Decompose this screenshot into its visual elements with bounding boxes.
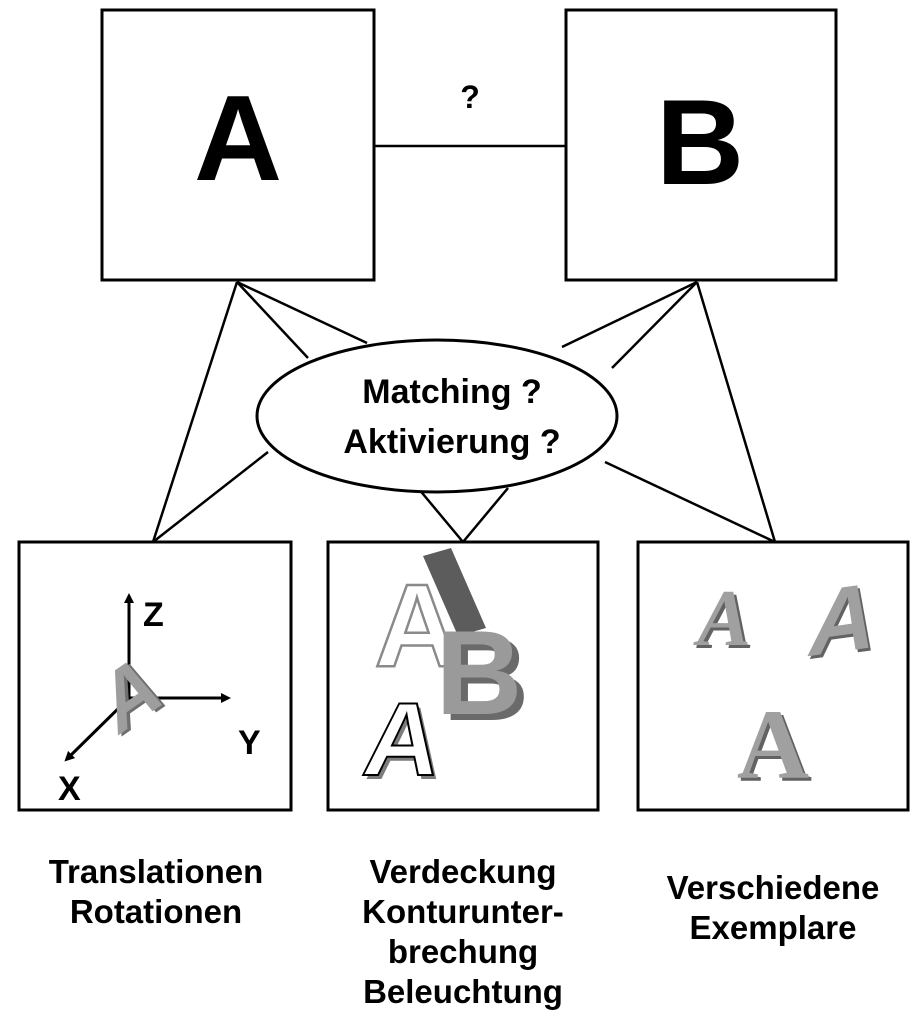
caption-left-line-2: Rotationen [69, 893, 243, 930]
ellipse-line-1: Matching ? [362, 373, 541, 411]
occlusion-a-top: A [374, 560, 459, 692]
exemplar-glyphs: A A A A A A [692, 563, 888, 803]
ellipse-line-2: Aktivierung ? [343, 423, 560, 461]
z-axis-label: Z [143, 596, 164, 634]
occlusion-glyphs: A B B A A [356, 548, 530, 802]
occlusion-a-bottom: A [357, 681, 448, 797]
occlusion-b-shadow: B [443, 612, 530, 746]
box-b [564, 8, 838, 282]
caption-middle-line-4: Beleuchtung [363, 973, 563, 1010]
caption-left-line-1: Translationen [48, 853, 264, 890]
caption-right-line-1: Verschiedene [666, 869, 880, 906]
box-a-label: A [194, 70, 282, 206]
connector-lines [151, 144, 777, 544]
svg-text:A: A [361, 685, 452, 801]
panel-rotation [17, 540, 293, 812]
caption-middle-line-3: brechung [387, 933, 539, 970]
exemplar-a-serif: A [737, 689, 809, 800]
svg-text:A: A [740, 692, 812, 803]
caption-middle: Verdeckung Konturunter- brechung Beleuch… [328, 852, 598, 1012]
svg-text:A: A [695, 578, 753, 666]
y-axis-label: Y [238, 724, 261, 762]
panel-exemplars [636, 540, 910, 812]
caption-left: Translationen Rotationen [18, 852, 294, 932]
caption-right: Verschiedene Exemplare [628, 868, 913, 948]
center-ellipse [255, 338, 619, 494]
link-question-mark: ? [460, 79, 480, 115]
box-a [100, 8, 376, 282]
caption-middle-line-1: Verdeckung [369, 853, 557, 890]
x-axis-arrow [64, 696, 131, 762]
caption-right-line-2: Exemplare [689, 909, 857, 946]
x-axis-label: X [58, 770, 81, 808]
caption-middle-line-2: Konturunter- [362, 893, 564, 930]
axes-group [64, 593, 231, 762]
exemplar-a-script: A [692, 575, 750, 663]
box-b-label: B [656, 74, 744, 210]
occlusion-b: B [436, 606, 523, 740]
